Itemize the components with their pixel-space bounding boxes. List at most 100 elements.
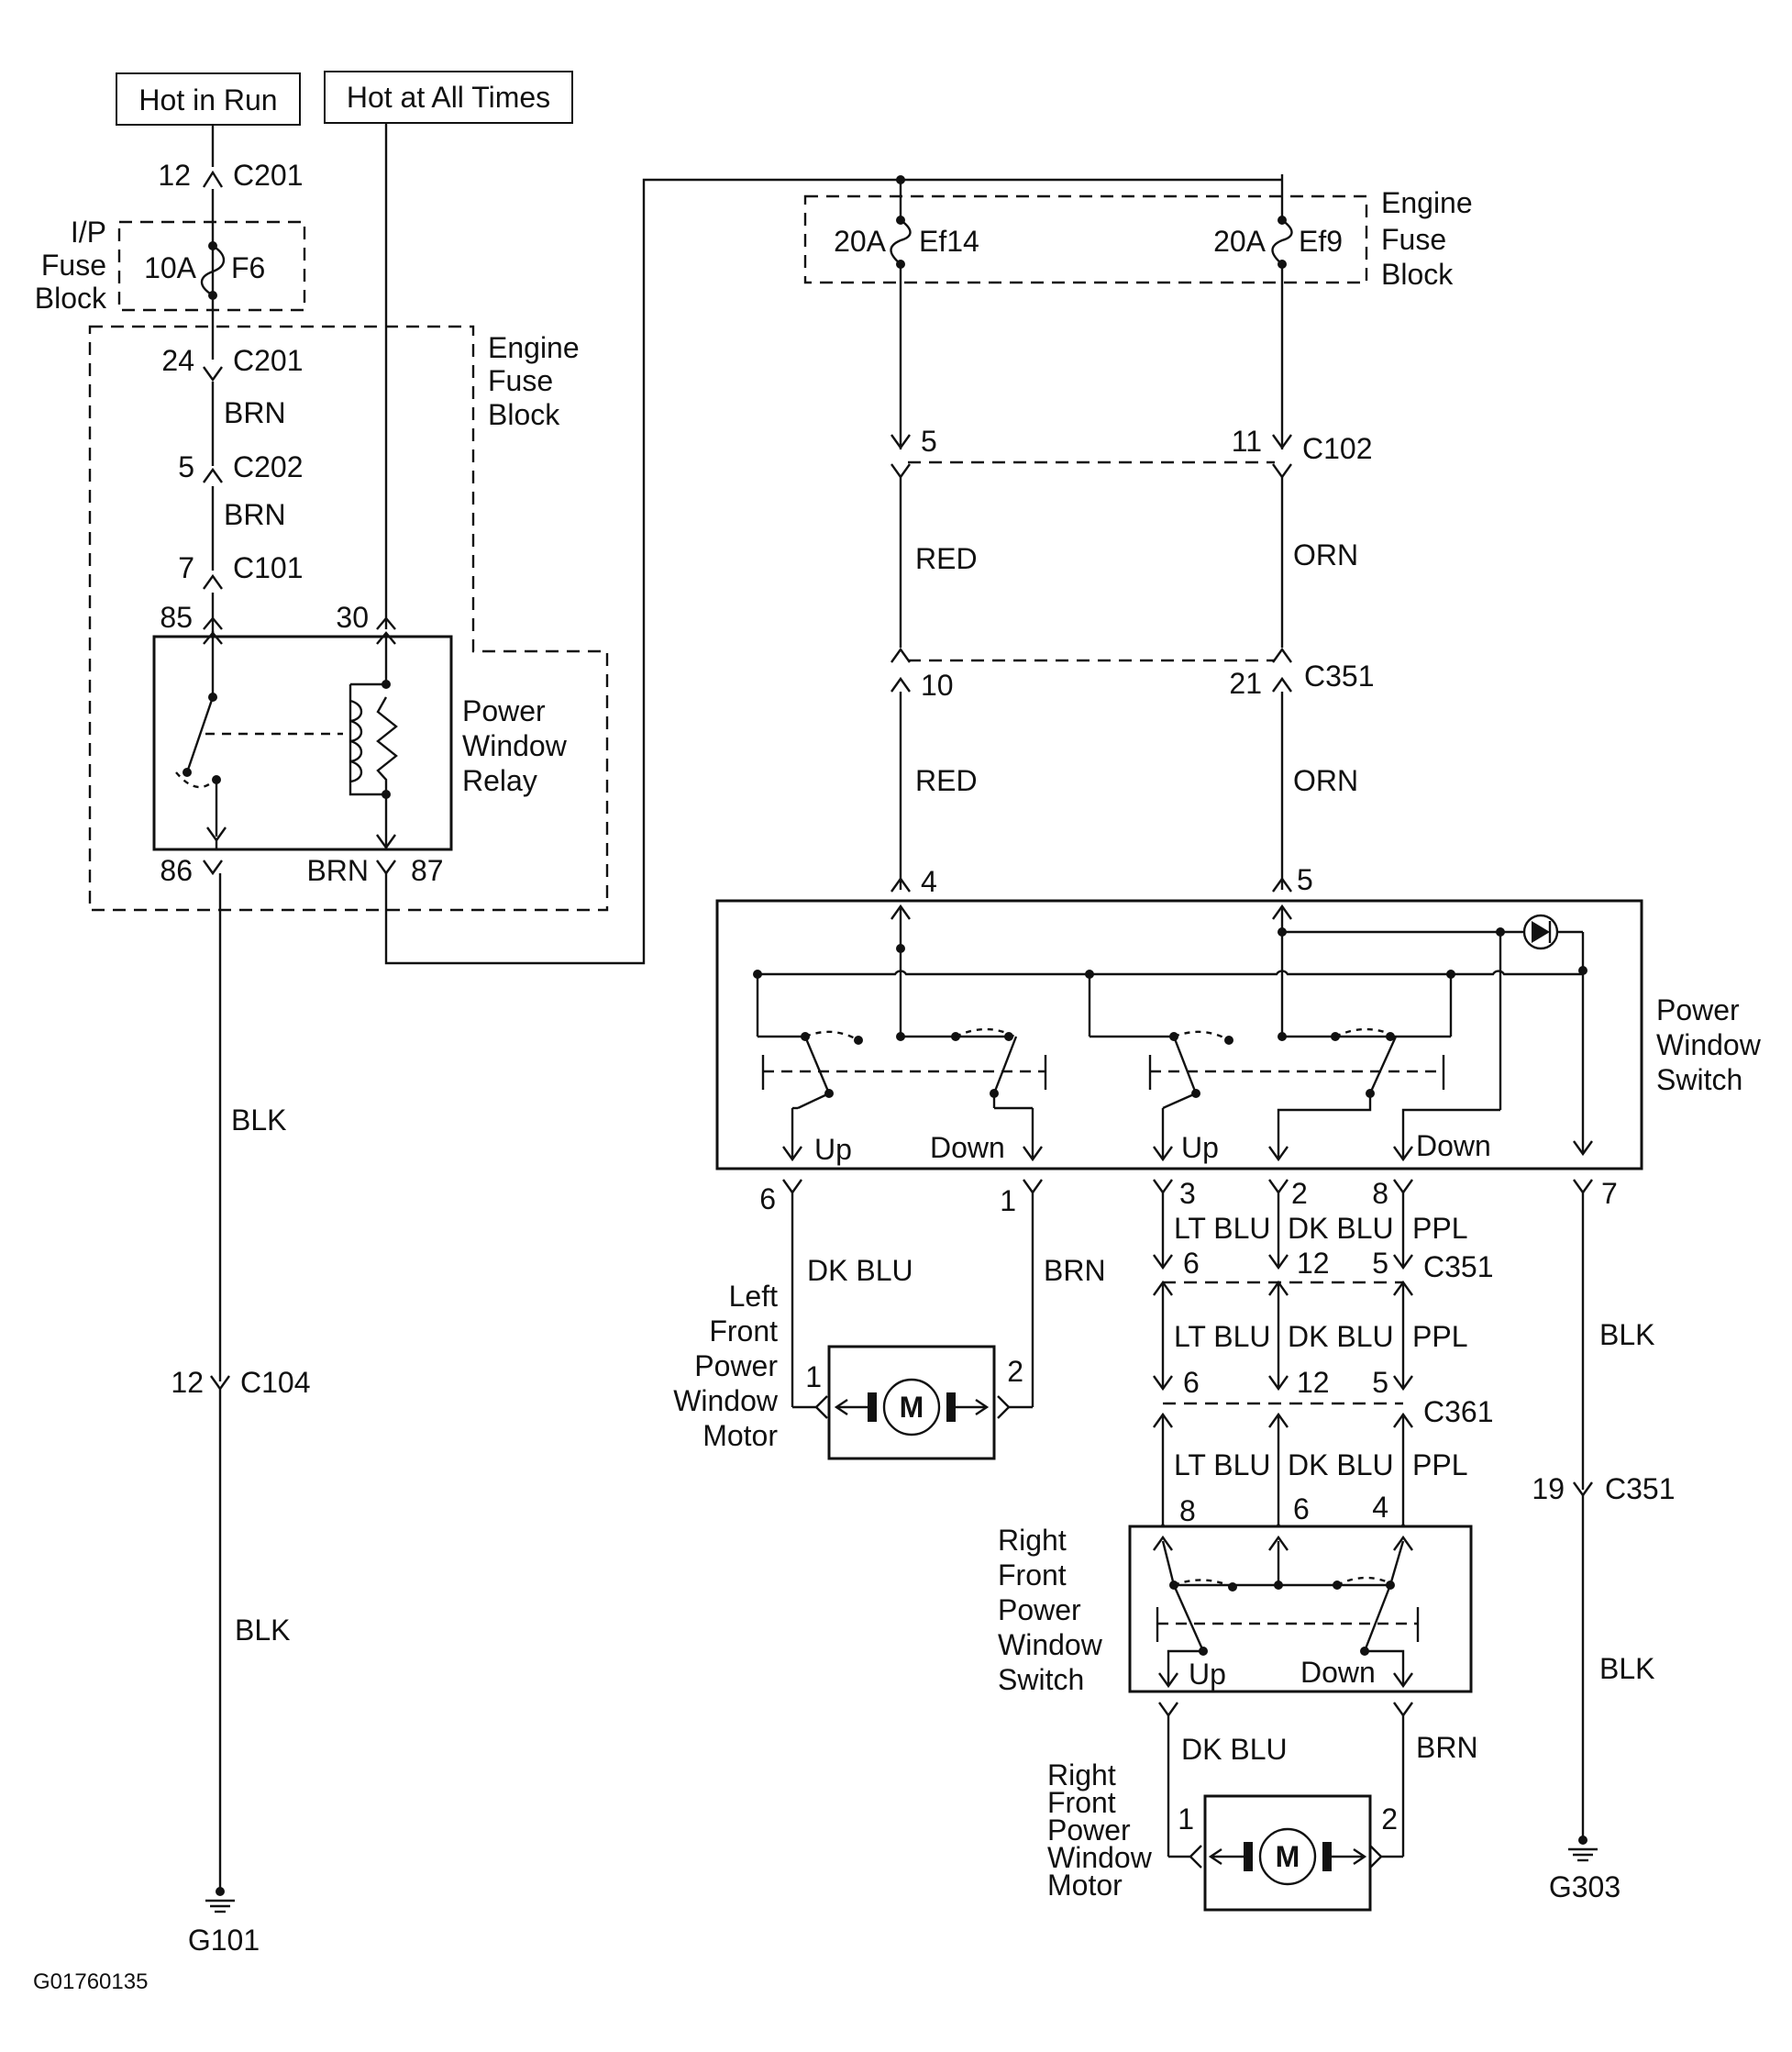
- ip-fuse-block-label-3: Block: [35, 282, 107, 315]
- c102-label: C102: [1302, 432, 1373, 465]
- ef9-name: Ef9: [1299, 225, 1343, 258]
- pws-pin8-chevron: [1393, 1179, 1413, 1195]
- pws-up-right: Up: [1181, 1131, 1219, 1164]
- f6-fuse-symbol: [200, 244, 226, 297]
- rf-motor-label-5: Motor: [1047, 1869, 1123, 1902]
- ip-fuse-block-label-1: I/P: [71, 216, 106, 249]
- rf-harness-wires: [1153, 1192, 1413, 1538]
- c101-label: C101: [233, 551, 304, 584]
- pws-pin-5: 5: [1297, 863, 1313, 896]
- rfs-label-3: Power: [998, 1593, 1081, 1626]
- wire-lt-blu-1: LT BLU: [1174, 1212, 1271, 1245]
- rfs-pin-8: 8: [1179, 1494, 1196, 1527]
- wire-blk-1: BLK: [231, 1104, 286, 1137]
- c202-connector: [203, 467, 223, 483]
- rfs-label-2: Front: [998, 1558, 1067, 1592]
- g101-ground-icon: [205, 1887, 235, 1913]
- wire-blk-2: BLK: [235, 1614, 290, 1647]
- rf-motor-pin-1: 1: [1178, 1802, 1194, 1836]
- ip-fuse-block-outline: [117, 220, 306, 312]
- hot-at-all-times-box: [324, 71, 573, 124]
- engine-fuse-block-left-outline: [88, 325, 609, 912]
- rf-motor-icon: [1208, 1827, 1367, 1886]
- relay-label-1: Power: [462, 694, 546, 727]
- wire-brn-2: BRN: [224, 498, 286, 531]
- pin-12-c201: 12: [158, 159, 191, 192]
- wire-ppl-2: PPL: [1412, 1320, 1467, 1353]
- pws-label-1: Power: [1656, 993, 1740, 1026]
- pws-pin1-chevron: [1023, 1179, 1043, 1195]
- wire-ppl-3: PPL: [1412, 1448, 1467, 1481]
- pws-internals: [753, 876, 1593, 1162]
- pws-pin-1: 1: [1000, 1184, 1016, 1217]
- lf-motor-symbol: M: [900, 1391, 924, 1424]
- ef9-fuse-symbol: [1271, 219, 1293, 265]
- wire-orn-2: ORN: [1293, 764, 1358, 797]
- rfs-label-5: Switch: [998, 1663, 1084, 1696]
- pin-30: 30: [336, 601, 369, 634]
- c102-pin-11: 11: [1232, 425, 1262, 458]
- relay-pin85-chevron: [203, 616, 223, 630]
- wire-lt-blu-3: LT BLU: [1174, 1448, 1271, 1481]
- engine-fuse-block-right-label-3: Block: [1381, 258, 1454, 291]
- pws-pin-7: 7: [1601, 1177, 1618, 1210]
- c351-pin-6: 6: [1183, 1247, 1200, 1280]
- ef14-name: Ef14: [919, 225, 979, 258]
- pws-pin-8: 8: [1372, 1177, 1388, 1210]
- relay-87-feed-wire: [384, 178, 1282, 965]
- pin-5-c202: 5: [178, 450, 194, 483]
- pws-pin7-chevron: [1573, 1179, 1593, 1195]
- lf-motor-label-2: Front: [709, 1314, 778, 1348]
- f6-name: F6: [231, 251, 265, 284]
- pws-down-left: Down: [930, 1131, 1005, 1164]
- right-front-switch: [1128, 1525, 1473, 1693]
- rfs-down: Down: [1300, 1656, 1376, 1689]
- c351-label-mid: C351: [1423, 1250, 1494, 1283]
- g101-label: G101: [188, 1924, 260, 1957]
- pws-pin6-chevron: [782, 1179, 802, 1195]
- lf-motor-pin2-connector: [997, 1395, 1011, 1419]
- g303-label: G303: [1549, 1870, 1621, 1903]
- power-window-relay: [152, 635, 453, 851]
- pws-pin-3: 3: [1179, 1177, 1196, 1210]
- wire-brn-rf: BRN: [1416, 1731, 1478, 1764]
- c351-label-lower: C351: [1605, 1472, 1676, 1505]
- c201-upper-connector: [202, 170, 224, 188]
- power-window-switch: [715, 899, 1643, 1170]
- rf-motor-label-3: Power: [1047, 1814, 1131, 1847]
- rfs-bottom-left-chevron: [1158, 1702, 1178, 1718]
- wire-dk-blu-2: DK BLU: [1288, 1320, 1394, 1353]
- c351-pin10-connector: [890, 647, 911, 693]
- c201-label-lower: C201: [233, 344, 304, 377]
- rfs-pin-6: 6: [1293, 1492, 1310, 1525]
- ef14-fuse-symbol: [890, 219, 912, 265]
- engine-fuse-block-left-label-3: Block: [488, 398, 560, 431]
- wire-dk-blu-rf: DK BLU: [1181, 1733, 1288, 1766]
- pws-pin-4: 4: [921, 865, 937, 898]
- right-front-motor: [1203, 1794, 1372, 1912]
- relay-label-3: Relay: [462, 764, 537, 797]
- c361-pin-12: 12: [1297, 1366, 1330, 1399]
- c351-pin-19: 19: [1532, 1472, 1565, 1505]
- wire-orn-1: ORN: [1293, 538, 1358, 571]
- rfs-pin-4: 4: [1372, 1491, 1388, 1524]
- c202-label: C202: [233, 450, 304, 483]
- c201-lower-connector: [203, 366, 223, 383]
- wire-blk-3: BLK: [1599, 1318, 1654, 1351]
- rf-motor-label-1: Right: [1047, 1758, 1116, 1791]
- f6-rating: 10A: [144, 251, 197, 284]
- rf-motor-pin2-connector: [1369, 1845, 1383, 1869]
- wire-brn-relay: BRN: [306, 854, 369, 887]
- lf-motor-label-3: Power: [694, 1349, 778, 1382]
- wire-brn-1: BRN: [224, 396, 286, 429]
- c351-pin-5: 5: [1372, 1247, 1388, 1280]
- rf-motor-label-4: Window: [1047, 1841, 1153, 1874]
- lf-motor-pin1-connector: [814, 1395, 828, 1419]
- rf-motor-label-2: Front: [1047, 1786, 1116, 1819]
- hot-at-all-times-label: Hot at All Times: [347, 81, 550, 114]
- pws-pin-2: 2: [1291, 1177, 1308, 1210]
- lf-motor-pin-1: 1: [805, 1360, 822, 1393]
- c351-pin21-connector: [1272, 647, 1292, 693]
- pin-7-c101: 7: [178, 551, 194, 584]
- engine-fuse-block-right: [803, 194, 1368, 284]
